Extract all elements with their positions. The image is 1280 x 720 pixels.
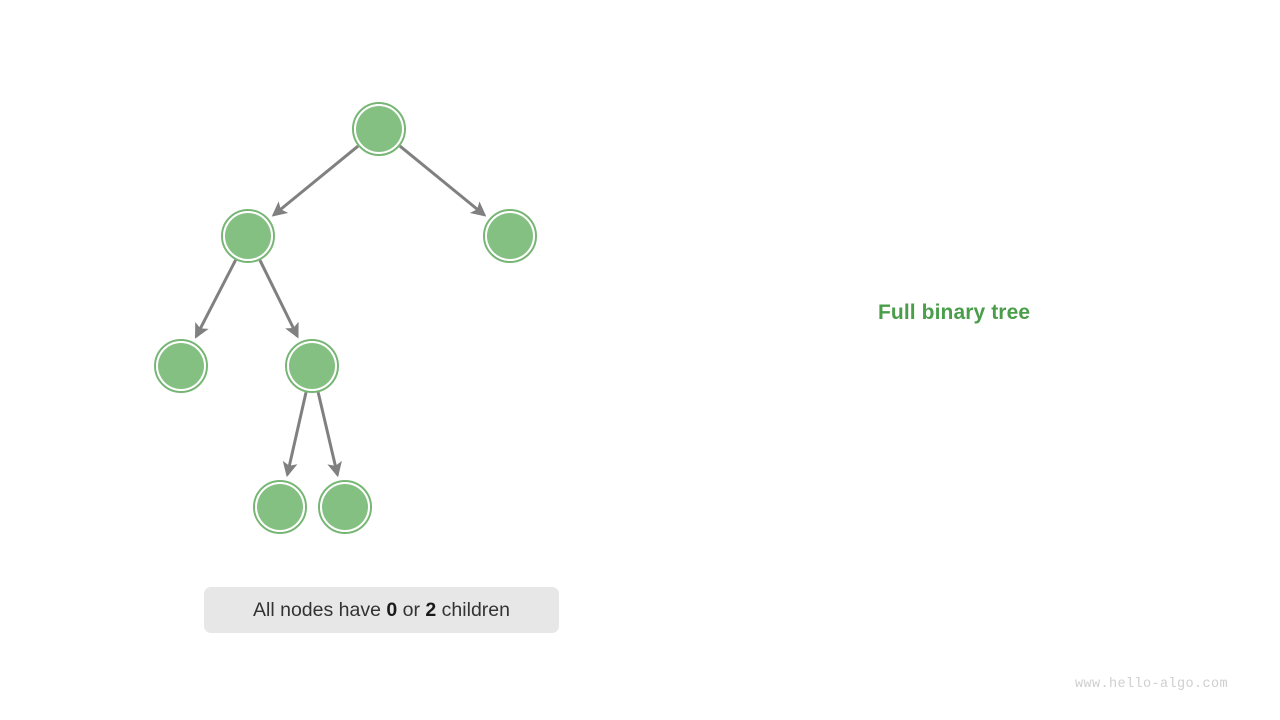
tree-edge <box>258 259 299 339</box>
tree-node-gap <box>287 341 337 391</box>
tree-node[interactable] <box>318 480 372 534</box>
tree-node[interactable] <box>352 102 406 156</box>
tree-edge <box>194 259 237 339</box>
tree-node-fill <box>322 484 368 530</box>
tree-node-ring <box>221 209 275 263</box>
tree-edge <box>316 391 342 478</box>
tree-node-ring <box>285 339 339 393</box>
tree-node-ring <box>253 480 307 534</box>
tree-node-ring <box>154 339 208 393</box>
tree-node-fill <box>257 484 303 530</box>
tree-node-gap <box>223 211 273 261</box>
tree-node[interactable] <box>285 339 339 393</box>
tree-node[interactable] <box>154 339 208 393</box>
tree-node[interactable] <box>253 480 307 534</box>
watermark: www.hello-algo.com <box>1075 677 1229 692</box>
tree-node-gap <box>156 341 206 391</box>
tree-node-gap <box>255 482 305 532</box>
tree-node-fill <box>487 213 533 259</box>
caption-middle: or <box>397 598 426 621</box>
caption-prefix: All nodes have <box>253 598 387 621</box>
tree-edge <box>271 144 360 217</box>
caption-bold-two: 2 <box>425 598 437 621</box>
tree-node-ring <box>318 480 372 534</box>
tree-node-fill <box>225 213 271 259</box>
tree-edge <box>398 144 487 217</box>
tree-node-fill <box>356 106 402 152</box>
tree-node[interactable] <box>221 209 275 263</box>
caption-suffix: children <box>436 598 510 621</box>
tree-node-ring <box>483 209 537 263</box>
tree-edge-layer <box>194 144 487 478</box>
tree-edge <box>282 391 308 478</box>
tree-node[interactable] <box>483 209 537 263</box>
caption-bold-zero: 0 <box>386 598 398 621</box>
tree-node-fill <box>158 343 204 389</box>
page-title: Full binary tree <box>878 301 1031 324</box>
tree-node-fill <box>289 343 335 389</box>
tree-node-gap <box>485 211 535 261</box>
caption-badge: All nodes have 0 or 2 children <box>204 587 559 633</box>
tree-node-gap <box>320 482 370 532</box>
tree-node-layer <box>154 102 537 534</box>
caption-text: All nodes have 0 or 2 children <box>253 599 510 622</box>
tree-node-gap <box>354 104 404 154</box>
tree-node-ring <box>352 102 406 156</box>
